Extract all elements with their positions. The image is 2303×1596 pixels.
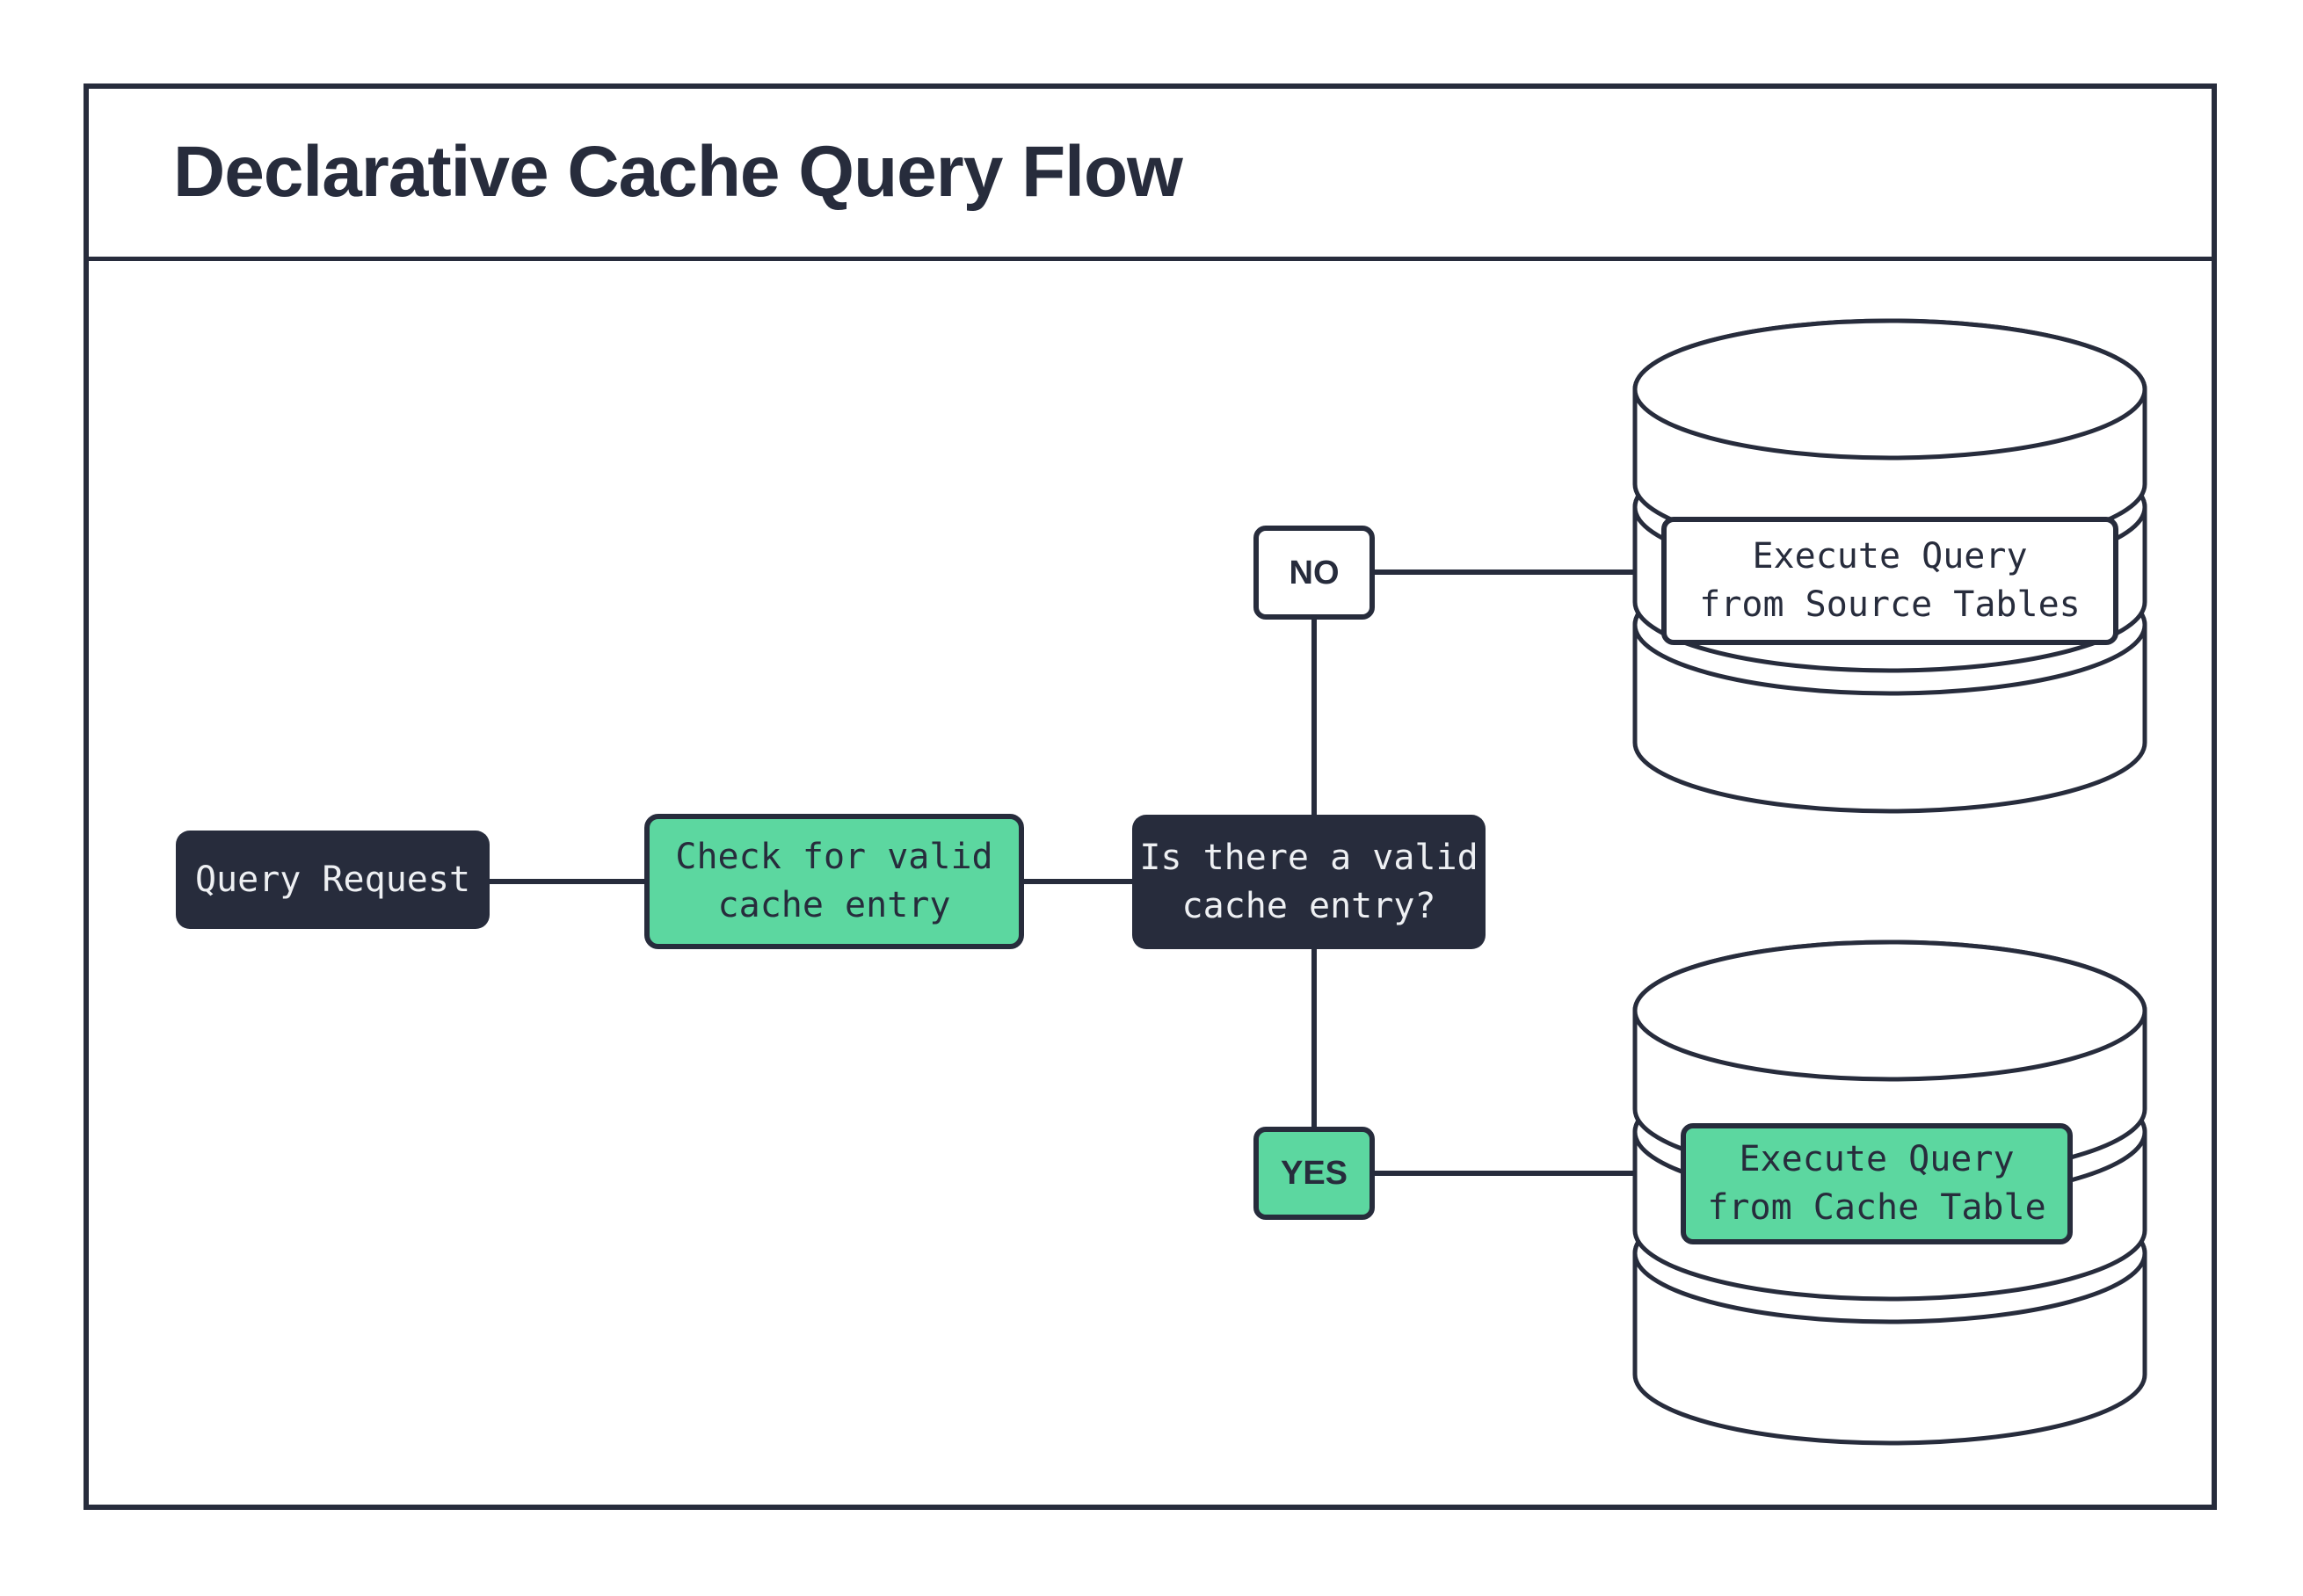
node-execute-cache: Execute Query from Cache Table xyxy=(1681,1123,2073,1244)
node-decision-line2: cache entry? xyxy=(1181,885,1436,926)
node-check-cache-line1: Check for valid xyxy=(675,837,993,877)
branch-yes-text: YES xyxy=(1280,1155,1348,1192)
branch-no-text: NO xyxy=(1289,554,1340,591)
edge-check-to-decision xyxy=(1022,879,1136,884)
node-check-cache-line2: cache entry xyxy=(717,885,951,925)
node-check-cache: Check for valid cache entry xyxy=(644,814,1024,949)
edge-query-to-check xyxy=(488,879,648,884)
node-query-request-label: Query Request xyxy=(194,859,471,900)
node-execute-cache-line2: from Cache Table xyxy=(1707,1187,2046,1228)
node-query-request: Query Request xyxy=(176,831,490,929)
node-execute-source-line1: Execute Query xyxy=(1752,536,2028,577)
branch-label-no: NO xyxy=(1253,526,1375,620)
edge-yes-to-cache-db xyxy=(1373,1171,1637,1176)
node-decision-line1: Is there a valid xyxy=(1139,837,1478,878)
node-execute-cache-line1: Execute Query xyxy=(1739,1139,2015,1179)
node-execute-source-line2: from Source Tables xyxy=(1699,584,2081,625)
branch-label-yes: YES xyxy=(1253,1127,1375,1220)
page-title: Declarative Cache Query Flow xyxy=(173,132,1183,212)
node-execute-source: Execute Query from Source Tables xyxy=(1661,517,2118,645)
title-divider xyxy=(84,257,2217,261)
edge-no-to-source-db xyxy=(1373,569,1637,575)
node-decision: Is there a valid cache entry? xyxy=(1132,815,1486,949)
